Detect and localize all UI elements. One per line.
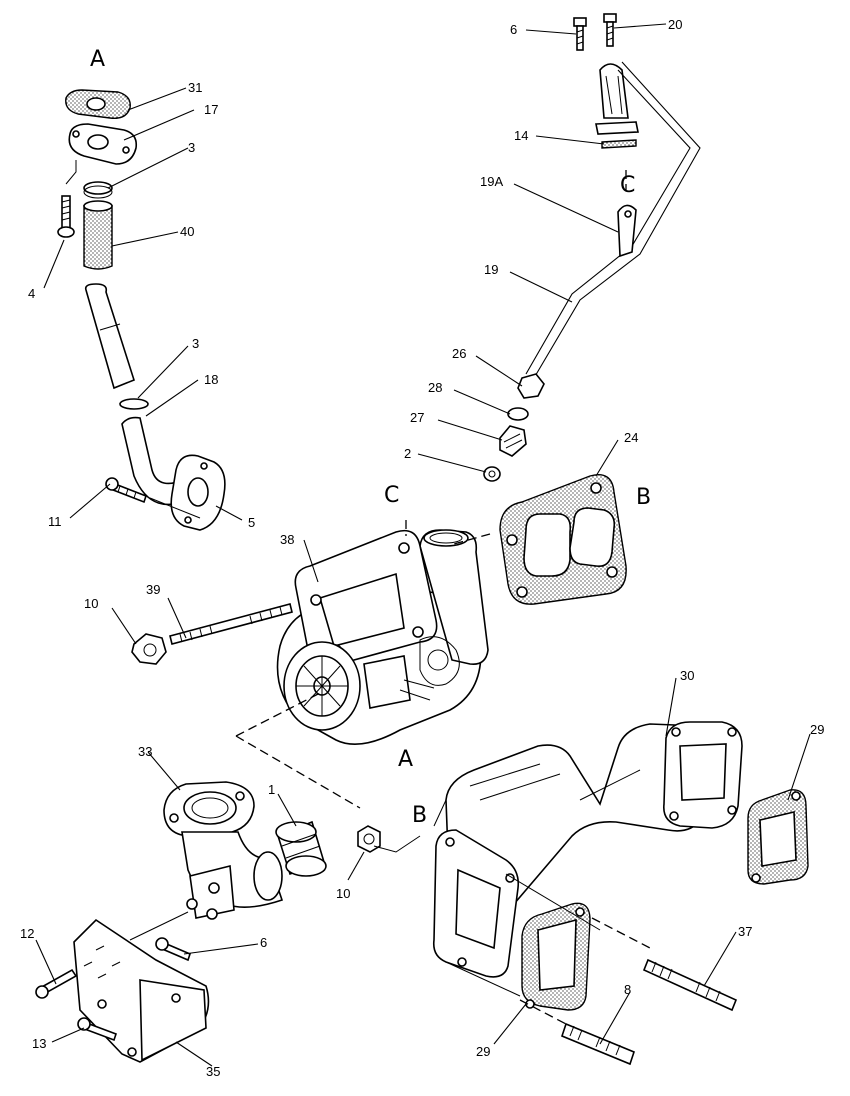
callout-2: 2 — [404, 446, 411, 461]
callout-8: 8 — [624, 982, 631, 997]
callout-37: 37 — [738, 924, 752, 939]
callout-31: 31 — [188, 80, 202, 95]
callout-3-lower: 3 — [192, 336, 199, 351]
callout-10-lower: 10 — [336, 886, 350, 901]
callout-24: 24 — [624, 430, 638, 445]
callout-17: 17 — [204, 102, 218, 117]
callout-13: 13 — [32, 1036, 46, 1051]
callout-35: 35 — [206, 1064, 220, 1079]
callout-33: 33 — [138, 744, 152, 759]
lower-left-group — [35, 781, 381, 1063]
callout-38: 38 — [280, 532, 294, 547]
callout-6-lower: 6 — [260, 935, 267, 950]
callout-19a: 19A — [480, 174, 503, 189]
callout-5: 5 — [248, 515, 255, 530]
ref-c-mid: C — [384, 483, 399, 508]
callout-30: 30 — [680, 668, 694, 683]
callout-27: 27 — [410, 410, 424, 425]
callout-40: 40 — [180, 224, 194, 239]
turbocharger-group — [131, 474, 627, 746]
ref-b-bottom: B — [412, 803, 427, 828]
callout-29-upper: 29 — [810, 722, 824, 737]
callout-39: 39 — [146, 582, 160, 597]
callout-26: 26 — [452, 346, 466, 361]
leader-lines — [35, 23, 811, 1067]
callout-10-upper: 10 — [84, 596, 98, 611]
exhaust-manifold-group — [432, 721, 809, 1066]
callout-3-upper: 3 — [188, 140, 195, 155]
callout-29-lower: 29 — [476, 1044, 490, 1059]
alignment-lines — [129, 170, 651, 1025]
callout-20: 20 — [668, 17, 682, 32]
reference-letters: A A B B C C — [90, 47, 651, 828]
ref-a-bottom: A — [398, 747, 413, 772]
oil-supply-group — [483, 13, 701, 482]
ref-b-right: B — [636, 485, 651, 510]
oil-drain-group — [57, 89, 226, 531]
callout-14: 14 — [514, 128, 528, 143]
callout-12: 12 — [20, 926, 34, 941]
callout-labels: 31 17 3 40 4 3 18 11 5 6 20 14 19A 19 26… — [20, 17, 824, 1079]
callout-6-upper: 6 — [510, 22, 517, 37]
callout-28: 28 — [428, 380, 442, 395]
callout-1: 1 — [268, 782, 275, 797]
callout-18: 18 — [204, 372, 218, 387]
callout-19: 19 — [484, 262, 498, 277]
ref-a-top: A — [90, 47, 105, 72]
callout-11: 11 — [48, 514, 62, 529]
ref-c-top: C — [620, 173, 635, 198]
callout-4: 4 — [28, 286, 35, 301]
